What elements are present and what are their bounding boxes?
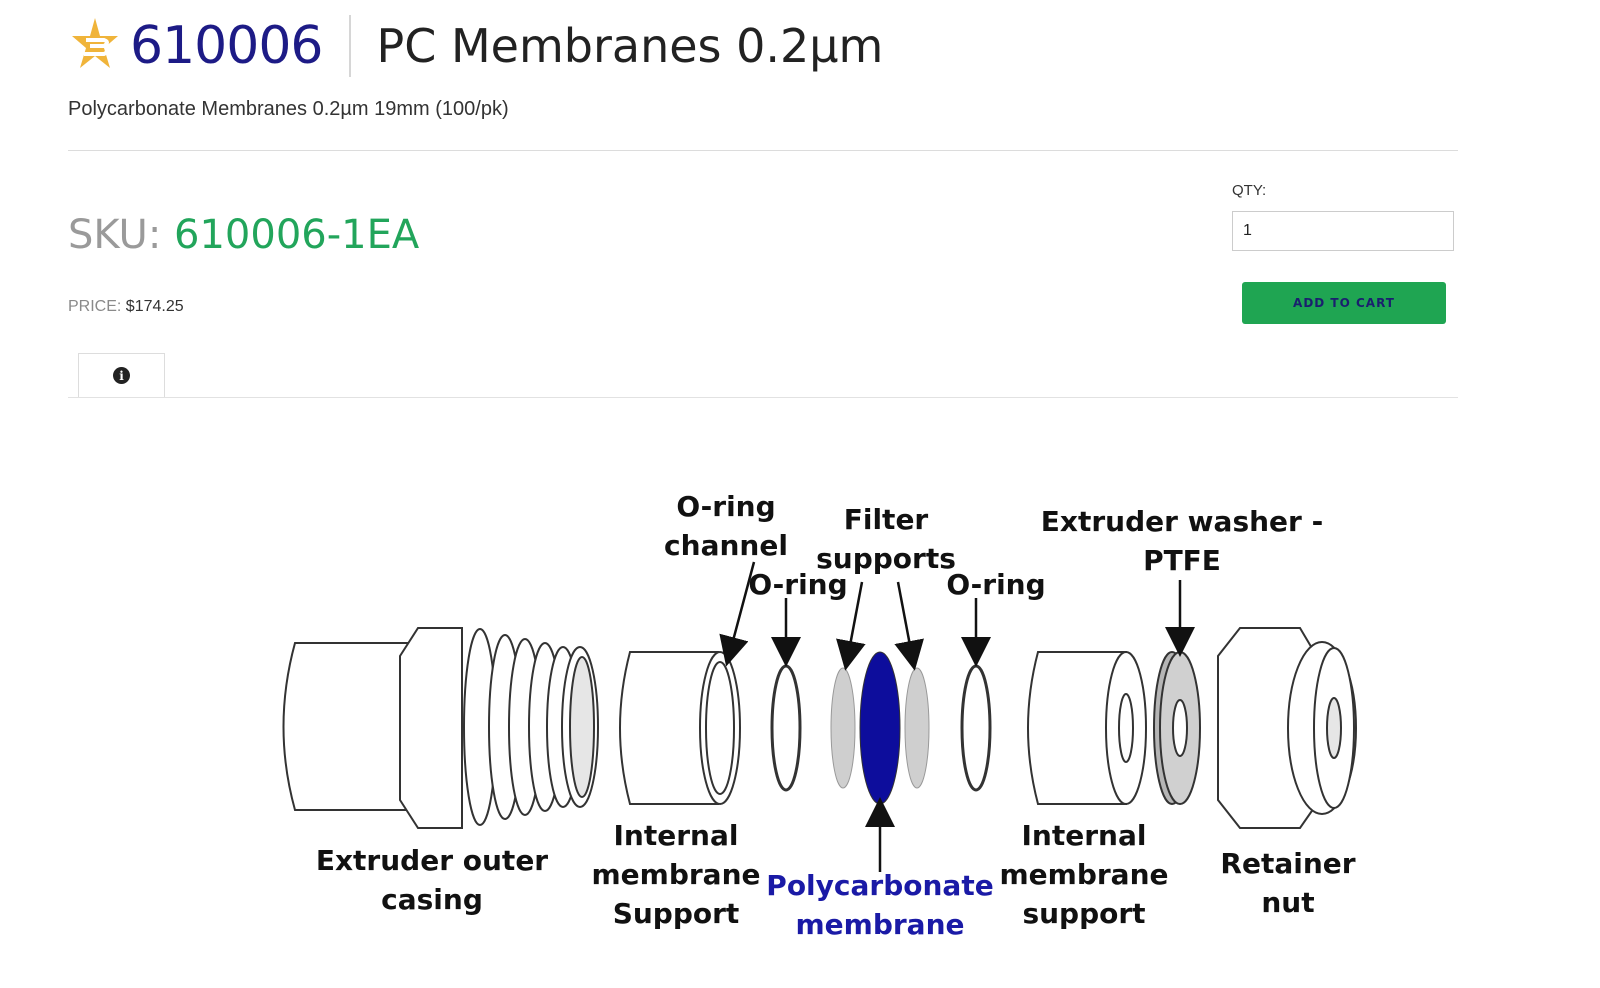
label-filter-supports-1: Filter [844,503,929,536]
retainer-nut [1217,627,1357,829]
tab-info[interactable]: i [78,353,165,398]
label-nut-1: Retainer [1220,847,1355,880]
page-title: PC Membranes 0.2µm [376,19,884,73]
label-int-support-left-2: membrane [591,858,760,891]
sku-display: SKU: 610006-1EA [68,212,419,258]
price-label: PRICE: [68,298,122,315]
tab-divider [68,397,1458,398]
product-header: 610006 PC Membranes 0.2µm [68,10,883,82]
polycarbonate-membrane [859,651,901,805]
extruder-washer [1153,651,1201,805]
label-oring-channel-2: channel [664,529,788,562]
internal-membrane-support-right [1027,651,1147,805]
sku-value: 610006-1EA [174,212,420,258]
label-oring-channel-1: O-ring [676,490,775,523]
label-membrane-2: membrane [795,908,964,941]
filter-support-right [904,667,930,789]
pointer-arrows [719,561,1195,872]
o-ring-right [960,664,992,792]
label-membrane-1: Polycarbonate [766,869,993,902]
filter-support-left [830,667,856,789]
o-ring-left [770,664,802,792]
label-oring-right: O-ring [946,568,1045,601]
label-int-support-right-1: Internal [1022,819,1147,852]
product-code: 610006 [130,16,324,76]
label-washer-2: PTFE [1143,544,1221,577]
info-icon: i [113,367,130,384]
qty-input[interactable] [1232,211,1454,251]
sku-label: SKU: [68,212,162,258]
product-subtitle: Polycarbonate Membranes 0.2µm 19mm (100/… [68,98,509,120]
label-oring-left: O-ring [748,568,847,601]
divider [68,150,1458,151]
label-int-support-right-3: support [1022,897,1145,930]
price-display: PRICE: $174.25 [68,298,184,316]
label-nut-2: nut [1261,886,1314,919]
internal-membrane-support-left [619,651,741,805]
label-int-support-left-3: Support [613,897,740,930]
price-value: $174.25 [125,298,184,315]
extruder-outer-casing [282,627,599,829]
label-filter-supports-2: supports [816,542,956,575]
label-casing-2: casing [381,883,483,916]
label-int-support-left-1: Internal [614,819,739,852]
add-to-cart-button[interactable]: ADD TO CART [1242,282,1446,324]
label-int-support-right-2: membrane [999,858,1168,891]
qty-label: QTY: [1232,182,1267,199]
label-washer-1: Extruder washer - [1041,505,1323,538]
label-casing-1: Extruder outer [316,844,548,877]
header-divider [348,15,351,77]
brand-star-logo[interactable] [68,16,124,76]
